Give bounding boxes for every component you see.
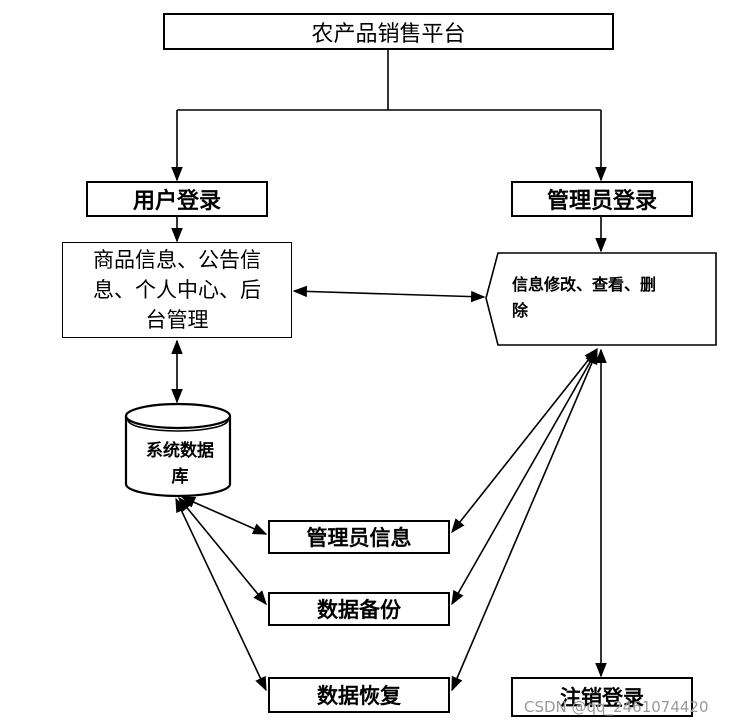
admin-login-box: 管理员登录 xyxy=(511,181,693,217)
edge-ops-restore xyxy=(451,349,598,692)
edge-db-backup xyxy=(178,496,267,606)
logout-label: 注销登录 xyxy=(560,685,644,710)
user-features-box: 商品信息、公告信 息、个人中心、后 台管理 xyxy=(62,242,292,338)
data-backup-box: 数据备份 xyxy=(268,592,450,626)
user-features-text: 商品信息、公告信 息、个人中心、后 台管理 xyxy=(93,245,261,335)
admin-ops-line: 信息修改、查看、删 xyxy=(512,275,657,294)
admin-ops-line: 除 xyxy=(512,301,529,320)
data-restore-label: 数据恢复 xyxy=(317,683,401,708)
user-login-box: 用户登录 xyxy=(86,181,268,217)
database-label-line: 系统数据 xyxy=(146,441,214,461)
edge-db-admininfo xyxy=(180,496,268,535)
admin-ops-shape xyxy=(485,252,717,346)
edge-db-restore xyxy=(175,497,267,692)
user-features-line: 台管理 xyxy=(145,308,209,332)
user-features-line: 商品信息、公告信 xyxy=(93,248,261,272)
admin-info-box: 管理员信息 xyxy=(268,520,450,554)
database-label: 系统数据 库 xyxy=(130,438,230,490)
platform-title: 农产品销售平台 xyxy=(163,13,614,50)
admin-info-label: 管理员信息 xyxy=(306,525,412,550)
user-login-label: 用户登录 xyxy=(132,188,221,214)
logout-box: 注销登录 xyxy=(511,677,693,717)
database-cylinder xyxy=(124,402,232,498)
data-backup-label: 数据备份 xyxy=(317,597,401,622)
edge-features-ops xyxy=(292,285,486,303)
edge-ops-backup xyxy=(451,348,598,606)
data-restore-box: 数据恢复 xyxy=(268,677,450,713)
admin-ops-label: 信息修改、查看、删 除 xyxy=(512,272,702,324)
edge-ops-admininfo xyxy=(451,347,598,534)
platform-title-text: 农产品销售平台 xyxy=(311,21,466,47)
database-label-line: 库 xyxy=(171,467,189,487)
admin-login-label: 管理员登录 xyxy=(546,188,657,214)
user-features-line: 息、个人中心、后 xyxy=(93,278,261,302)
watermark: CSDN @qq_2461074420 xyxy=(524,698,709,716)
